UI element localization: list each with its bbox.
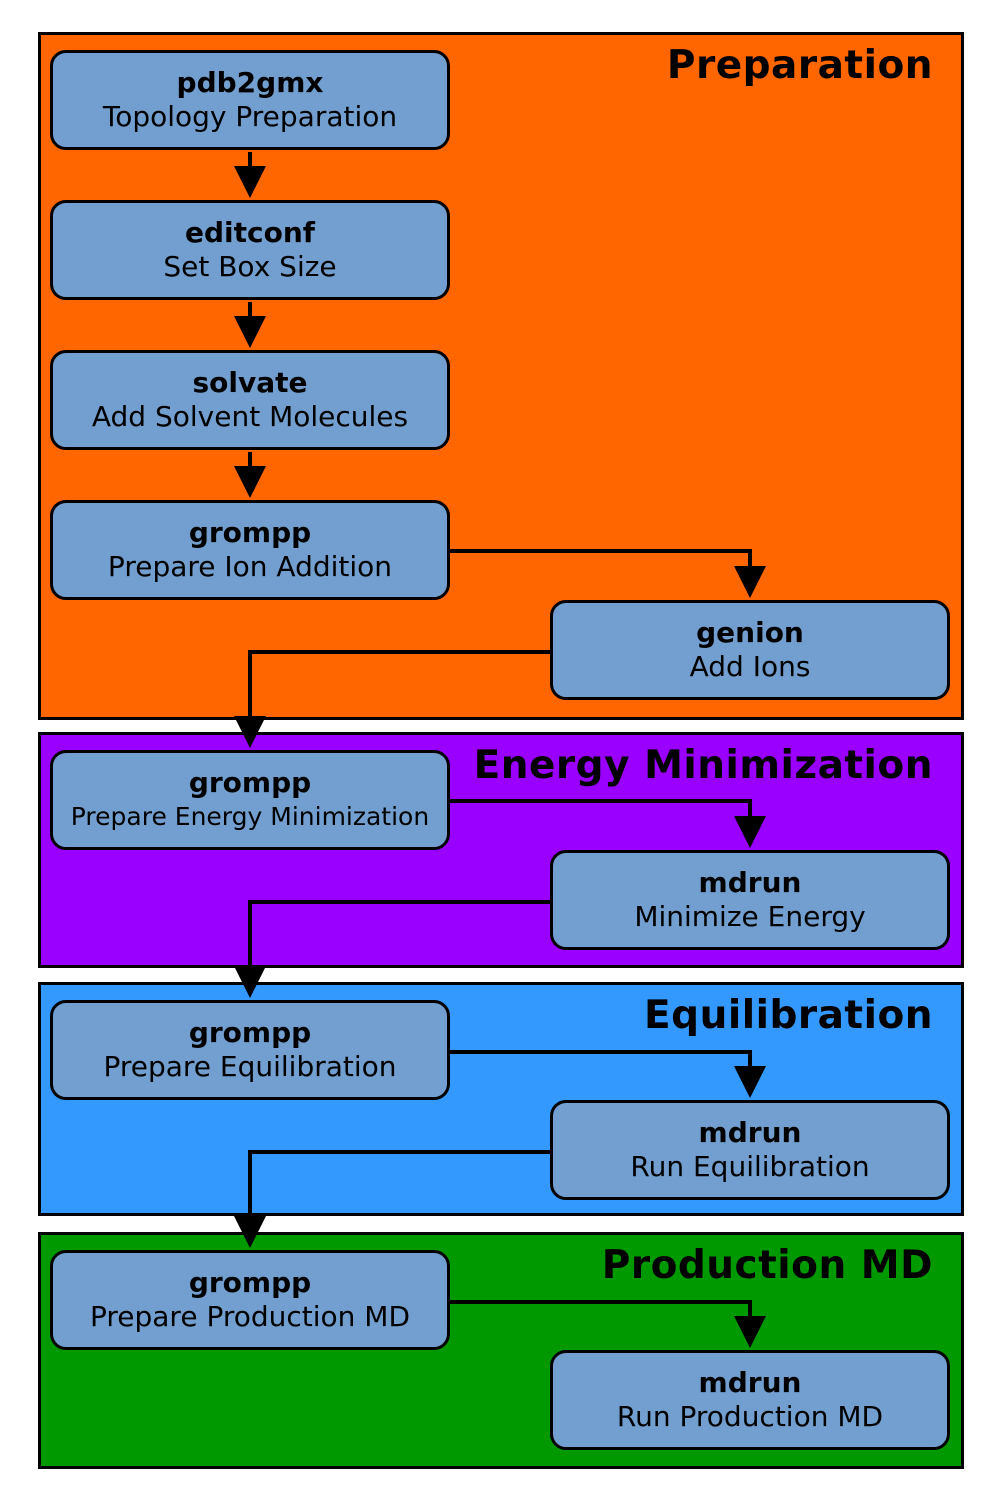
node-grompp-ions: grompp Prepare Ion Addition xyxy=(50,500,450,600)
node-command: mdrun xyxy=(698,1116,802,1149)
node-command: grompp xyxy=(188,516,312,549)
node-mdrun-em: mdrun Minimize Energy xyxy=(550,850,950,950)
node-description: Run Production MD xyxy=(616,1400,884,1433)
node-genion: genion Add Ions xyxy=(550,600,950,700)
node-command: genion xyxy=(696,616,804,649)
node-description: Set Box Size xyxy=(163,250,337,283)
node-description: Add Solvent Molecules xyxy=(91,400,409,433)
node-mdrun-eq: mdrun Run Equilibration xyxy=(550,1100,950,1200)
section-title-preparation: Preparation xyxy=(666,43,933,88)
node-description: Prepare Energy Minimization xyxy=(70,802,430,831)
node-description: Prepare Ion Addition xyxy=(107,550,393,583)
section-title-equilibration: Equilibration xyxy=(644,993,933,1038)
node-description: Run Equilibration xyxy=(630,1150,870,1183)
node-command: grompp xyxy=(188,1266,312,1299)
node-grompp-eq: grompp Prepare Equilibration xyxy=(50,1000,450,1100)
node-description: Prepare Equilibration xyxy=(103,1050,397,1083)
node-command: grompp xyxy=(188,1016,312,1049)
node-command: grompp xyxy=(188,766,312,799)
node-description: Minimize Energy xyxy=(634,900,866,933)
node-command: solvate xyxy=(192,366,308,399)
node-description: Prepare Production MD xyxy=(89,1300,411,1333)
node-solvate: solvate Add Solvent Molecules xyxy=(50,350,450,450)
node-description: Add Ions xyxy=(689,650,811,683)
node-command: mdrun xyxy=(698,866,802,899)
node-editconf: editconf Set Box Size xyxy=(50,200,450,300)
section-title-production-md: Production MD xyxy=(601,1243,933,1288)
node-description: Topology Preparation xyxy=(102,100,398,133)
node-pdb2gmx: pdb2gmx Topology Preparation xyxy=(50,50,450,150)
node-mdrun-md: mdrun Run Production MD xyxy=(550,1350,950,1450)
section-title-energy-minimization: Energy Minimization xyxy=(473,743,933,788)
node-command: editconf xyxy=(185,216,315,249)
node-command: pdb2gmx xyxy=(176,66,324,99)
node-grompp-em: grompp Prepare Energy Minimization xyxy=(50,750,450,850)
node-grompp-md: grompp Prepare Production MD xyxy=(50,1250,450,1350)
node-command: mdrun xyxy=(698,1366,802,1399)
